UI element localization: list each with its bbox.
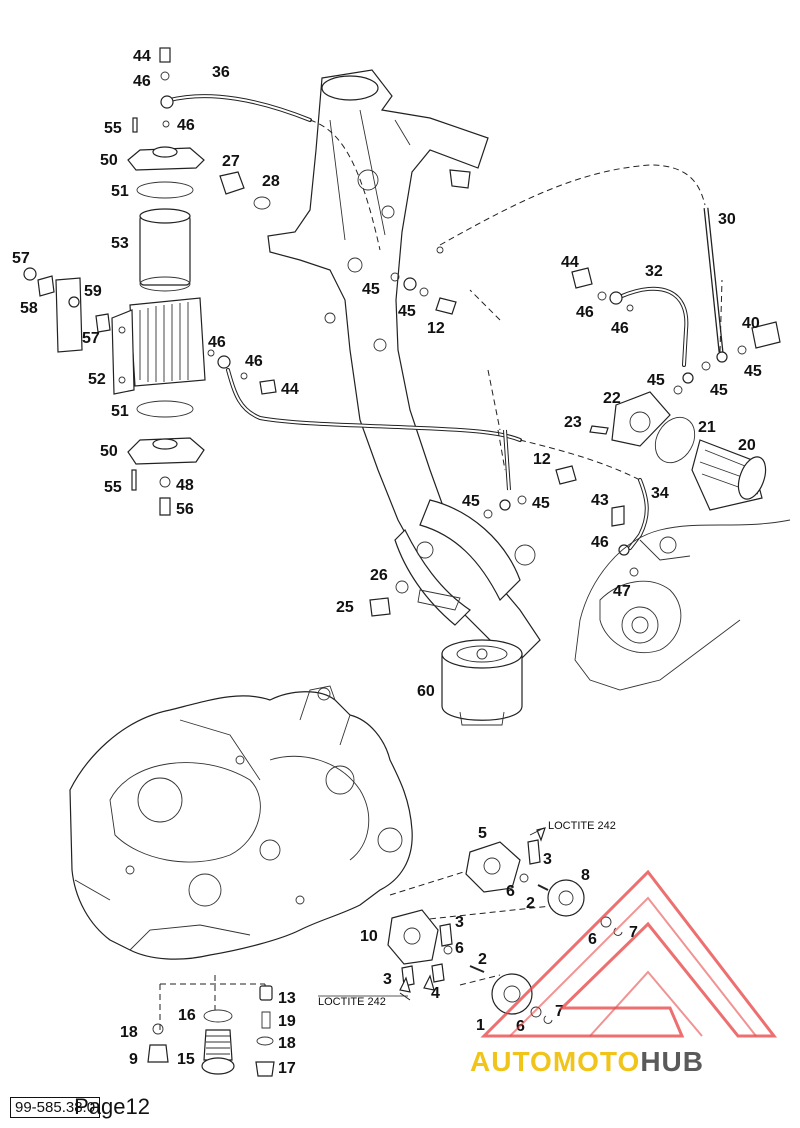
page-label: Page12 <box>74 1094 150 1119</box>
loctite-note: LOCTITE 242 <box>318 996 386 1008</box>
callout-40: 40 <box>742 315 760 332</box>
callout-6: 6 <box>455 940 464 957</box>
callout-46: 46 <box>611 320 629 337</box>
callout-16: 16 <box>178 1007 196 1024</box>
callout-46: 46 <box>133 73 151 90</box>
frame-drawing <box>267 69 541 661</box>
callout-60: 60 <box>417 683 435 700</box>
callout-22: 22 <box>603 390 621 407</box>
callout-46: 46 <box>591 534 609 551</box>
callout-25: 25 <box>336 599 354 616</box>
callout-46: 46 <box>177 117 195 134</box>
callout-12: 12 <box>533 451 551 468</box>
callout-57: 57 <box>82 330 100 347</box>
callout-44: 44 <box>281 381 299 398</box>
callout-53: 53 <box>111 235 129 252</box>
callout-6: 6 <box>506 883 515 900</box>
crankcase-drawing <box>69 685 413 960</box>
callout-55: 55 <box>104 479 122 496</box>
watermark-brand-part2: HUB <box>640 1046 704 1077</box>
callout-27: 27 <box>222 153 240 170</box>
callout-2: 2 <box>526 895 535 912</box>
callout-30: 30 <box>718 211 736 228</box>
callout-3: 3 <box>455 914 464 931</box>
callout-45: 45 <box>744 363 762 380</box>
engine-cover-drawing <box>574 519 791 691</box>
watermark-brand-part1: AUTOMOTO <box>470 1046 641 1077</box>
callout-9: 9 <box>129 1051 138 1068</box>
callout-26: 26 <box>370 567 388 584</box>
oil-tank-drawing <box>23 47 277 516</box>
callout-56: 56 <box>176 501 194 518</box>
callout-47: 47 <box>613 583 631 600</box>
callout-51: 51 <box>111 183 129 200</box>
callout-1: 1 <box>476 1017 485 1034</box>
callout-19: 19 <box>278 1013 296 1030</box>
callout-50: 50 <box>100 443 118 460</box>
oil-lines <box>168 94 724 550</box>
watermark-brand: AUTOMOTOHUB <box>470 1046 704 1078</box>
callout-44: 44 <box>561 254 579 271</box>
callout-8: 8 <box>581 867 590 884</box>
callout-23: 23 <box>564 414 582 431</box>
callout-55: 55 <box>104 120 122 137</box>
callout-57: 57 <box>12 250 30 267</box>
callout-7: 7 <box>629 924 638 941</box>
callout-3: 3 <box>543 851 552 868</box>
callout-34: 34 <box>651 485 669 502</box>
callout-59: 59 <box>84 283 102 300</box>
callout-51: 51 <box>111 403 129 420</box>
callout-43: 43 <box>591 492 609 509</box>
callout-44: 44 <box>133 48 151 65</box>
callout-32: 32 <box>645 263 663 280</box>
page-footer: 99-585.38.0 Page12 <box>10 1094 150 1120</box>
callout-6: 6 <box>588 931 597 948</box>
callout-15: 15 <box>177 1051 195 1068</box>
callout-21: 21 <box>698 419 716 436</box>
drain-screen-drawing <box>147 975 275 1077</box>
frame-fittings <box>390 246 457 315</box>
callout-20: 20 <box>738 437 756 454</box>
callout-10: 10 <box>360 928 378 945</box>
callout-46: 46 <box>576 304 594 321</box>
loctite-note: LOCTITE 242 <box>548 820 616 832</box>
callout-45: 45 <box>462 493 480 510</box>
callout-13: 13 <box>278 990 296 1007</box>
callout-52: 52 <box>88 371 106 388</box>
callout-18: 18 <box>278 1035 296 1052</box>
callout-36: 36 <box>212 64 230 81</box>
oil-pumps-drawing <box>318 827 623 1024</box>
right-fittings <box>483 267 781 577</box>
callout-48: 48 <box>176 477 194 494</box>
callout-45: 45 <box>647 372 665 389</box>
callout-45: 45 <box>362 281 380 298</box>
callout-12: 12 <box>427 320 445 337</box>
callout-labels: 44 46 36 55 46 50 27 28 51 53 57 59 58 5… <box>12 48 762 1077</box>
callout-46: 46 <box>245 353 263 370</box>
callout-3: 3 <box>383 971 392 988</box>
callout-18: 18 <box>120 1024 138 1041</box>
automotohub-logo-icon <box>480 869 778 1038</box>
callout-4: 4 <box>431 985 440 1002</box>
callout-45: 45 <box>398 303 416 320</box>
callout-50: 50 <box>100 152 118 169</box>
callout-45: 45 <box>532 495 550 512</box>
callout-45: 45 <box>710 382 728 399</box>
callout-17: 17 <box>278 1060 296 1077</box>
callout-46: 46 <box>208 334 226 351</box>
callout-2: 2 <box>478 951 487 968</box>
callout-58: 58 <box>20 300 38 317</box>
drain-and-filter <box>369 580 523 726</box>
callout-7: 7 <box>555 1003 564 1020</box>
callout-28: 28 <box>262 173 280 190</box>
part-number: 99-585.38.0 <box>10 1096 101 1118</box>
callout-5: 5 <box>478 825 487 842</box>
